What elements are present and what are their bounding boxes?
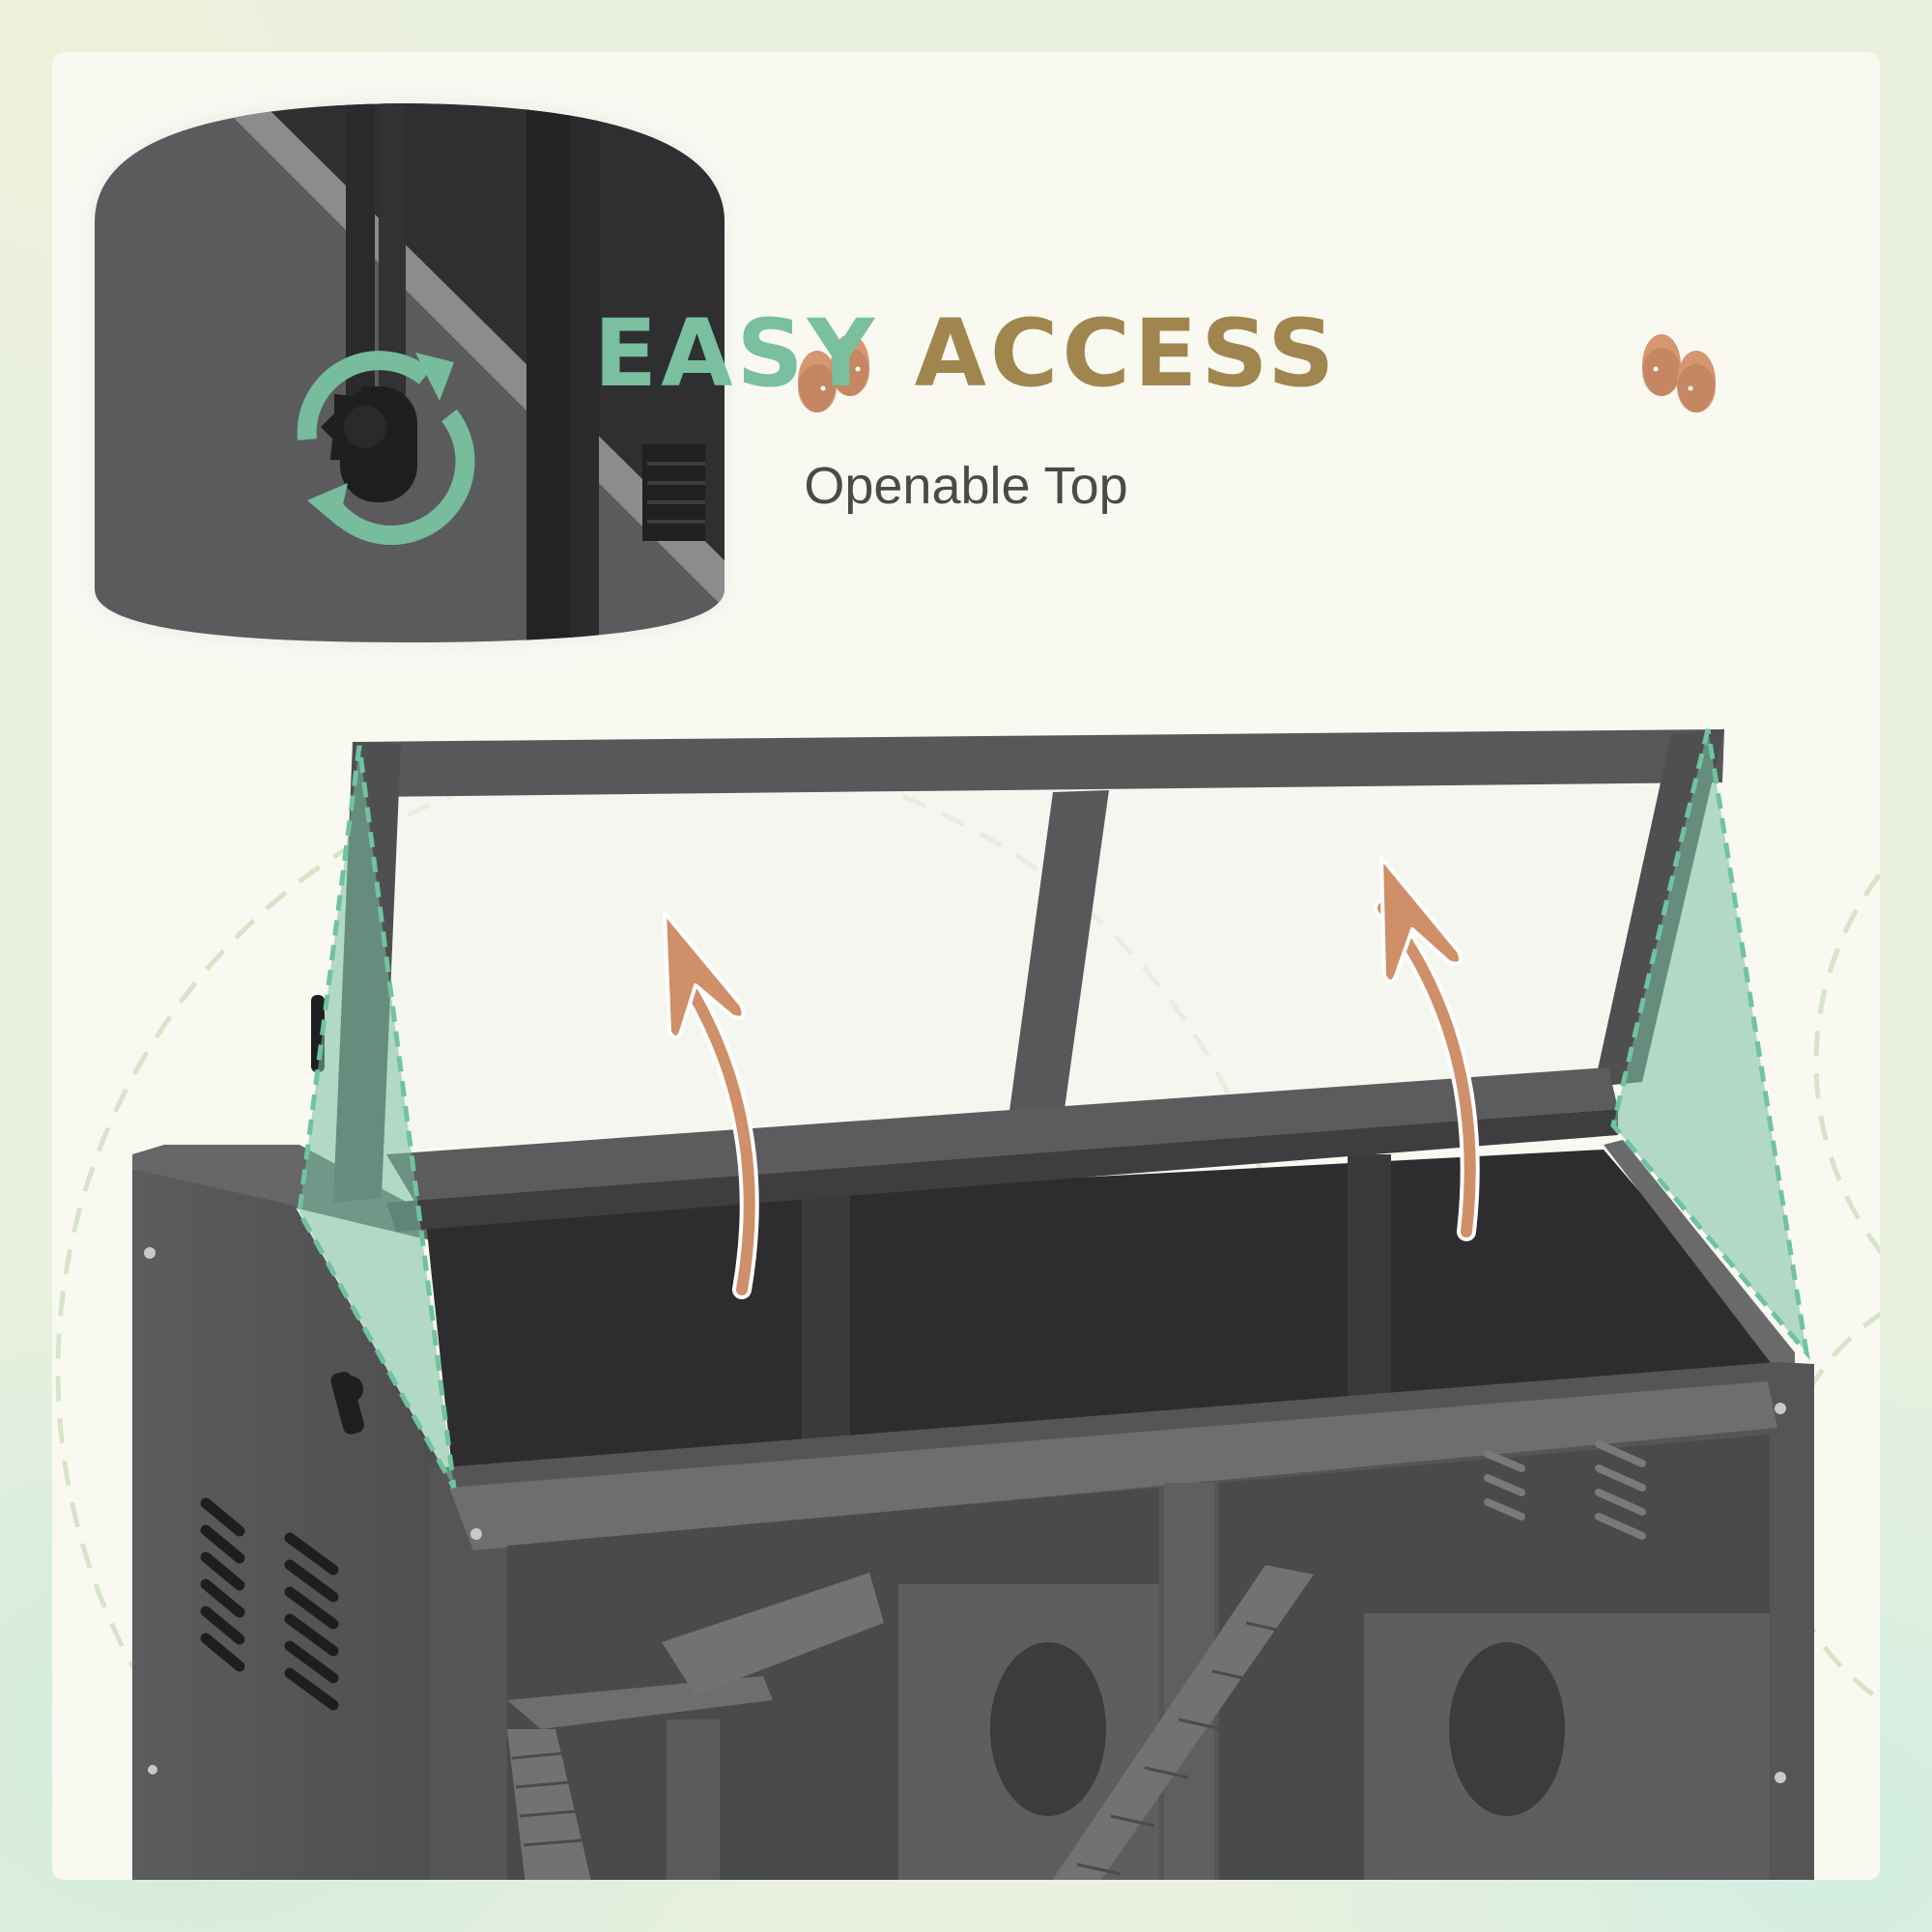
opening-angle-left	[297, 745, 457, 1490]
ramp	[507, 1565, 1314, 1880]
page-title: EASY ACCESS	[0, 307, 1932, 400]
hinge-detail-inset	[95, 103, 724, 642]
knob	[321, 384, 410, 471]
back-vents	[1484, 1440, 1646, 1540]
rotate-arrows-icon	[297, 351, 475, 545]
almond-icon	[798, 334, 869, 412]
subtitle: Openable Top	[804, 457, 1128, 515]
arrowhead	[663, 856, 1463, 1039]
side-vents	[200, 1497, 339, 1711]
rotate-arrowhead	[307, 483, 348, 526]
title-word-easy: EASY	[593, 299, 879, 408]
openable-lid	[333, 729, 1724, 1232]
curved-arrow-up-icon	[670, 902, 1476, 1295]
hamster-cage	[132, 995, 1814, 1880]
almond-icon	[1642, 334, 1716, 412]
opening-angle-right	[1610, 728, 1810, 1361]
rotate-arrowhead	[415, 353, 454, 401]
title-word-access: ACCESS	[914, 299, 1339, 408]
